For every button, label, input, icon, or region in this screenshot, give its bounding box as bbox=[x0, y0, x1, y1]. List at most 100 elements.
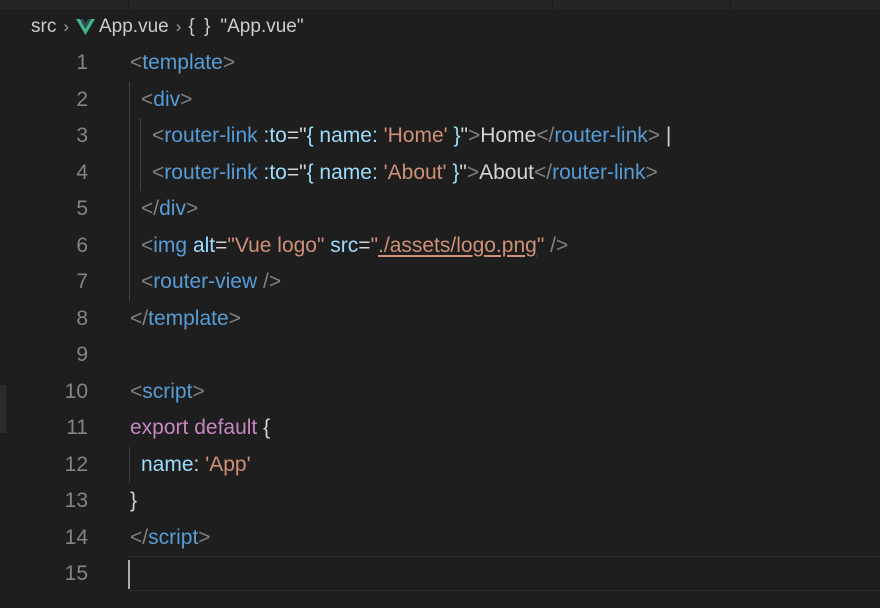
token-bracket: < bbox=[152, 124, 165, 147]
line-number: 2 bbox=[76, 87, 88, 111]
code-line[interactable]: 15 bbox=[0, 556, 880, 593]
code-line[interactable]: 8</template> bbox=[0, 301, 880, 338]
line-content: </script> bbox=[130, 520, 211, 557]
line-content: } bbox=[130, 483, 137, 520]
token-bracket: </ bbox=[130, 306, 149, 330]
token-bracket: > bbox=[192, 379, 205, 403]
token-text: Home bbox=[480, 124, 537, 147]
token-tag: img bbox=[153, 233, 188, 257]
breadcrumb: src › App.vue › { } "App.vue" bbox=[0, 9, 880, 45]
indent-guide bbox=[129, 118, 130, 155]
chevron-right-icon: › bbox=[175, 17, 182, 36]
line-content: </div> bbox=[141, 191, 198, 228]
line-number: 13 bbox=[64, 489, 88, 512]
code-line[interactable]: 9 bbox=[0, 337, 880, 374]
token-str: "Vue logo" bbox=[227, 233, 325, 257]
chevron-right-icon: › bbox=[63, 17, 69, 36]
token-bracket: > bbox=[222, 51, 236, 74]
code-line[interactable]: 13} bbox=[0, 483, 880, 520]
line-number: 1 bbox=[76, 51, 88, 74]
line-number: 10 bbox=[64, 379, 88, 403]
token-tag: router-link bbox=[164, 124, 258, 147]
token-text: } bbox=[130, 489, 138, 512]
token-text: About bbox=[479, 160, 535, 184]
token-tag: template bbox=[142, 51, 223, 74]
token-str: 'Home' bbox=[383, 124, 448, 147]
indent-guide bbox=[129, 227, 130, 264]
token-text: | bbox=[660, 124, 672, 147]
line-content: <template> bbox=[130, 45, 235, 82]
current-line-highlight bbox=[129, 556, 880, 591]
line-content: </template> bbox=[130, 301, 241, 338]
tab[interactable] bbox=[0, 0, 129, 9]
code-line[interactable]: 7<router-view /> bbox=[0, 264, 880, 301]
token-bracket: > bbox=[466, 160, 480, 184]
token-attr: :to bbox=[263, 160, 287, 184]
tab[interactable] bbox=[552, 0, 731, 9]
token-text: =" bbox=[286, 124, 307, 147]
line-number: 6 bbox=[76, 233, 88, 257]
code-line[interactable]: 6<img alt="Vue logo" src="./assets/logo.… bbox=[0, 227, 880, 264]
token-str: " bbox=[536, 233, 545, 257]
token-keyword: export bbox=[130, 416, 189, 439]
token-bracket: </ bbox=[534, 160, 553, 184]
token-attr: :to bbox=[263, 124, 287, 147]
token-attr: alt bbox=[192, 233, 216, 257]
token-bracket: /> bbox=[550, 233, 569, 257]
code-line[interactable]: 10 <script> bbox=[0, 374, 880, 411]
code-line[interactable]: 1 <template> bbox=[0, 45, 880, 82]
token-attr: } bbox=[447, 124, 461, 147]
token-tag: router-link bbox=[164, 160, 258, 184]
token-text: " bbox=[459, 160, 467, 184]
token-link[interactable]: ./assets/logo.png bbox=[378, 233, 537, 257]
line-number: 11 bbox=[66, 416, 88, 439]
token-bracket: > bbox=[647, 124, 661, 147]
token-text: " bbox=[460, 124, 468, 147]
token-tag: script bbox=[142, 379, 193, 403]
left-gutter-edge bbox=[0, 45, 8, 608]
line-content: <router-link :to="{ name: 'About' }">Abo… bbox=[152, 155, 658, 192]
token-attr: src bbox=[330, 233, 359, 257]
line-content: <div> bbox=[141, 82, 192, 119]
indent-guide bbox=[129, 191, 130, 228]
token-text: = bbox=[215, 233, 228, 257]
indent-guide bbox=[129, 154, 130, 191]
breadcrumb-file[interactable]: App.vue bbox=[99, 16, 169, 37]
token-tag: script bbox=[148, 525, 199, 549]
scroll-marker bbox=[0, 385, 6, 433]
line-content: name: 'App' bbox=[141, 447, 251, 484]
code-line[interactable]: 14</script> bbox=[0, 520, 880, 557]
token-bracket: < bbox=[130, 51, 143, 74]
indent-guide bbox=[129, 446, 130, 483]
code-line[interactable]: 2 <div> bbox=[0, 81, 880, 119]
token-text: { bbox=[257, 416, 271, 439]
line-number: 3 bbox=[76, 124, 88, 147]
token-tag: div bbox=[159, 197, 186, 220]
token-bracket: < bbox=[152, 160, 165, 184]
token-bracket: > bbox=[180, 87, 193, 111]
token-str: 'App' bbox=[205, 452, 251, 476]
code-line[interactable]: 3 <router-link :to="{ name: 'Home' }" > Hom… bbox=[0, 118, 880, 155]
token-text: = bbox=[358, 233, 371, 257]
tab[interactable] bbox=[128, 0, 553, 9]
code-line[interactable]: 4<router-link :to="{ name: 'About' }">Ab… bbox=[0, 154, 880, 192]
breadcrumb-symbol[interactable]: "App.vue" bbox=[220, 16, 304, 37]
token-attr: { name: bbox=[306, 160, 384, 184]
line-content: <script> bbox=[130, 374, 205, 411]
token-bracket: > bbox=[228, 306, 241, 330]
token-tag: router-view bbox=[153, 270, 258, 293]
code-line[interactable]: 5</div> bbox=[0, 191, 880, 228]
token-str: 'About' bbox=[383, 160, 447, 184]
token-bracket: < bbox=[130, 379, 143, 403]
line-number: 9 bbox=[76, 343, 88, 366]
token-bracket: > bbox=[645, 160, 658, 184]
code-area[interactable]: 1<template>2<div>3<router-link :to="{ na… bbox=[0, 45, 880, 593]
token-bracket: </ bbox=[141, 197, 160, 220]
token-tag: div bbox=[153, 87, 181, 111]
token-bracket: </ bbox=[536, 124, 555, 147]
breadcrumb-folder[interactable]: src bbox=[31, 16, 57, 37]
token-attr: { name: bbox=[306, 124, 384, 147]
